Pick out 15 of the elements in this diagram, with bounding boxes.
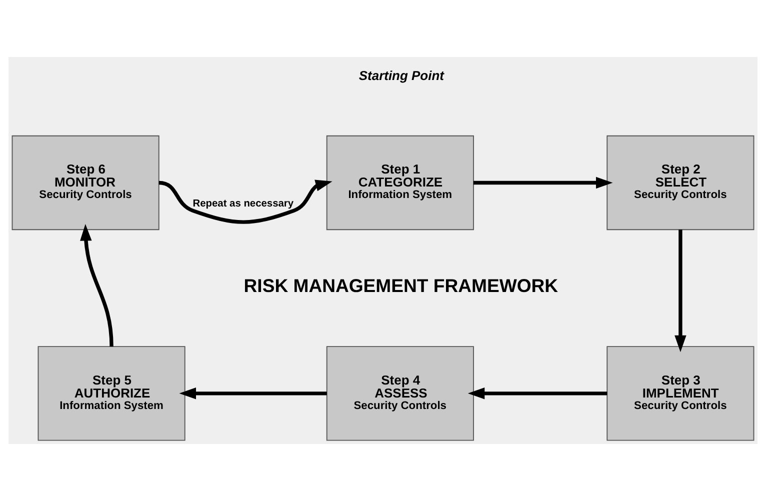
node-box: Step 2 SELECT Security Controls [606,134,754,230]
arrow [473,176,613,188]
node-box: Step 4 ASSESS Security Controls [326,346,474,440]
node-box: Step 3 IMPLEMENT Security Controls [606,346,754,440]
label: Starting Point [358,67,444,82]
arrow [674,229,686,352]
label: RISK MANAGEMENT FRAMEWORK [244,274,558,296]
node-box: Step 1 CATEGORIZE Information System [326,134,474,230]
arrow [179,387,327,399]
arrow [468,387,608,399]
arrow [80,224,114,346]
arrow [158,179,332,224]
edge-label: Repeat as necessary [192,198,294,210]
node-box: Step 5 AUTHORIZE Information System [38,346,186,440]
node-box: Step 6 MONITOR Security Controls [12,134,160,230]
